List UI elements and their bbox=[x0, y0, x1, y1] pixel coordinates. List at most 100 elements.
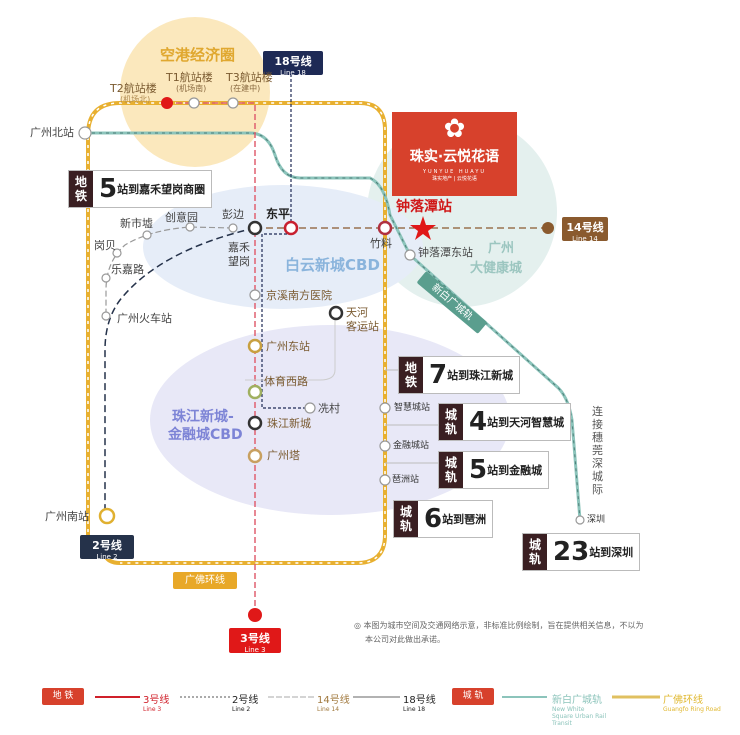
station-zhihui: 智慧城站 bbox=[394, 403, 431, 413]
callout-jiahe: 地铁 5 站到嘉禾望岗商圈 bbox=[68, 170, 213, 208]
zone-zhujiang-label-2: 金融城CBD bbox=[168, 427, 243, 443]
callout-number: 7 bbox=[429, 360, 448, 390]
station-chuangyiyuan: 创意园 bbox=[165, 211, 198, 224]
station-zhujiang-newtown: 珠江新城 bbox=[267, 417, 311, 430]
station-markers bbox=[78, 97, 585, 525]
callout-pazhou: 城轨 6 站到琶洲 bbox=[393, 500, 494, 538]
brand-name: 珠实·云悦花语 bbox=[409, 149, 500, 165]
flower-icon: ✿ bbox=[443, 114, 466, 144]
zone-baiyun-cbd-label: 白云新城CBD bbox=[285, 256, 380, 274]
baiyun-cbd-zone-area bbox=[143, 185, 423, 309]
callout-text: 站到琶洲 bbox=[442, 513, 487, 526]
zone-zhujiang-label-1: 珠江新城- bbox=[172, 409, 234, 425]
disclaimer-line-1: ◎ 本图为城市空间及交通网络示意，非标准比例绘制，旨在提供相关信息，不以为 bbox=[354, 621, 644, 630]
line2-track bbox=[104, 227, 256, 515]
station-t3-sub: (在建中) bbox=[230, 84, 261, 93]
callout-text: 站到珠江新城 bbox=[447, 369, 514, 382]
station-pazhou: 琶洲站 bbox=[392, 475, 420, 485]
station-xiancun: 冼村 bbox=[318, 402, 340, 415]
callout-text: 站到深圳 bbox=[589, 546, 634, 559]
station-gz-north: 广州北站 bbox=[30, 126, 74, 139]
info-icon: ◎ bbox=[354, 621, 364, 630]
station-t1-sub: (机场南) bbox=[176, 84, 207, 93]
callout-number: 4 bbox=[469, 407, 488, 437]
station-t2-sub: (机场北) bbox=[120, 95, 151, 104]
shenzhen-link-label: 连接穗莞深城际 bbox=[592, 405, 603, 496]
station-canton-tower: 广州塔 bbox=[267, 449, 300, 462]
brand-logo: ✿ 珠实·云悦花语 YUNYUE HUAYU 珠实地产 | 云悦花语 bbox=[392, 112, 517, 196]
callout-text: 站到嘉禾望岗商圈 bbox=[117, 183, 206, 196]
station-tiyuxilu: 体育西路 bbox=[264, 375, 308, 388]
brand-en: YUNYUE HUAYU bbox=[422, 169, 487, 175]
airport-zone-area bbox=[120, 17, 270, 167]
line14-label: 14号线 bbox=[566, 221, 604, 234]
line14-terminal-dot bbox=[542, 222, 554, 234]
line14-en: Line 14 bbox=[572, 235, 598, 243]
station-zhongluotan: 钟落潭站 bbox=[396, 199, 452, 215]
callout-tag: 城轨 bbox=[394, 501, 418, 537]
star-icon bbox=[410, 216, 436, 240]
disclaimer-line-2: 本公司对此做出承诺。 bbox=[365, 635, 445, 644]
station-jiahewanggang-1: 嘉禾 bbox=[228, 241, 250, 254]
line2-en: Line 2 bbox=[96, 553, 118, 561]
station-jiahewanggang-2: 望岗 bbox=[228, 255, 250, 268]
callout-number: 5 bbox=[99, 174, 118, 204]
line3-en: Line 3 bbox=[244, 646, 266, 654]
zone-airport-label: 空港经济圈 bbox=[160, 46, 236, 64]
callout-number: 6 bbox=[424, 504, 443, 534]
line3-terminal-dot bbox=[248, 608, 262, 622]
xinbai-rail-line bbox=[85, 131, 582, 521]
station-gz-railway: 广州火车站 bbox=[117, 312, 172, 325]
station-jingxi: 京溪南方医院 bbox=[266, 289, 332, 302]
station-tianhe-bus-2: 客运站 bbox=[346, 320, 379, 333]
station-zhuliao: 竹料 bbox=[370, 237, 392, 250]
line18-label: 18号线 bbox=[274, 55, 312, 68]
legend-rail-badge: 城 轨 bbox=[452, 688, 494, 705]
station-lejialu: 乐嘉路 bbox=[111, 263, 144, 276]
station-zhongluotan-east: 钟落潭东站 bbox=[418, 246, 473, 259]
callout-tag: 城轨 bbox=[439, 452, 463, 488]
callout-text: 站到金融城 bbox=[487, 464, 543, 477]
callout-tag: 地铁 bbox=[69, 171, 93, 207]
station-gangbei: 岗贝 bbox=[94, 239, 116, 252]
callout-tag: 城轨 bbox=[439, 404, 463, 440]
station-xinshixu: 新市墟 bbox=[120, 217, 153, 230]
station-gz-east: 广州东站 bbox=[266, 340, 310, 353]
callout-jinrong: 城轨 5 站到金融城 bbox=[438, 451, 550, 489]
station-tianhe-bus-1: 天河 bbox=[346, 306, 368, 319]
callout-text: 站到天河智慧城 bbox=[487, 416, 565, 429]
station-gz-south: 广州南站 bbox=[45, 510, 89, 523]
callout-zhihui: 城轨 4 站到天河智慧城 bbox=[438, 403, 572, 441]
station-dongping: 东平 bbox=[266, 207, 291, 221]
zone-health-city-label-1: 广州 bbox=[488, 241, 515, 256]
line18-south-track bbox=[261, 228, 310, 409]
station-t2: T2航站楼 bbox=[110, 82, 157, 95]
station-jinrong: 金融城站 bbox=[393, 441, 430, 451]
line18-en: Line 18 bbox=[280, 69, 306, 77]
brand-sub: 珠实地产 | 云悦花语 bbox=[432, 176, 477, 182]
callout-tag: 城轨 bbox=[523, 534, 547, 570]
interchange-markers bbox=[98, 220, 393, 525]
station-t3: T3航站楼 bbox=[226, 71, 273, 84]
guangfo-badge: 广佛环线 bbox=[173, 572, 237, 589]
callout-number: 23 bbox=[553, 537, 590, 567]
callout-zhujiang: 地铁 7 站到珠江新城 bbox=[398, 356, 521, 394]
line3-label: 3号线 bbox=[240, 632, 270, 645]
t2-terminal-dot bbox=[161, 97, 173, 109]
station-shenzhen: 深圳 bbox=[587, 515, 606, 525]
station-t1: T1航站楼 bbox=[166, 71, 213, 84]
connector-line bbox=[245, 313, 336, 381]
station-pengbian: 彭边 bbox=[222, 208, 244, 221]
callout-tag: 地铁 bbox=[399, 357, 423, 393]
